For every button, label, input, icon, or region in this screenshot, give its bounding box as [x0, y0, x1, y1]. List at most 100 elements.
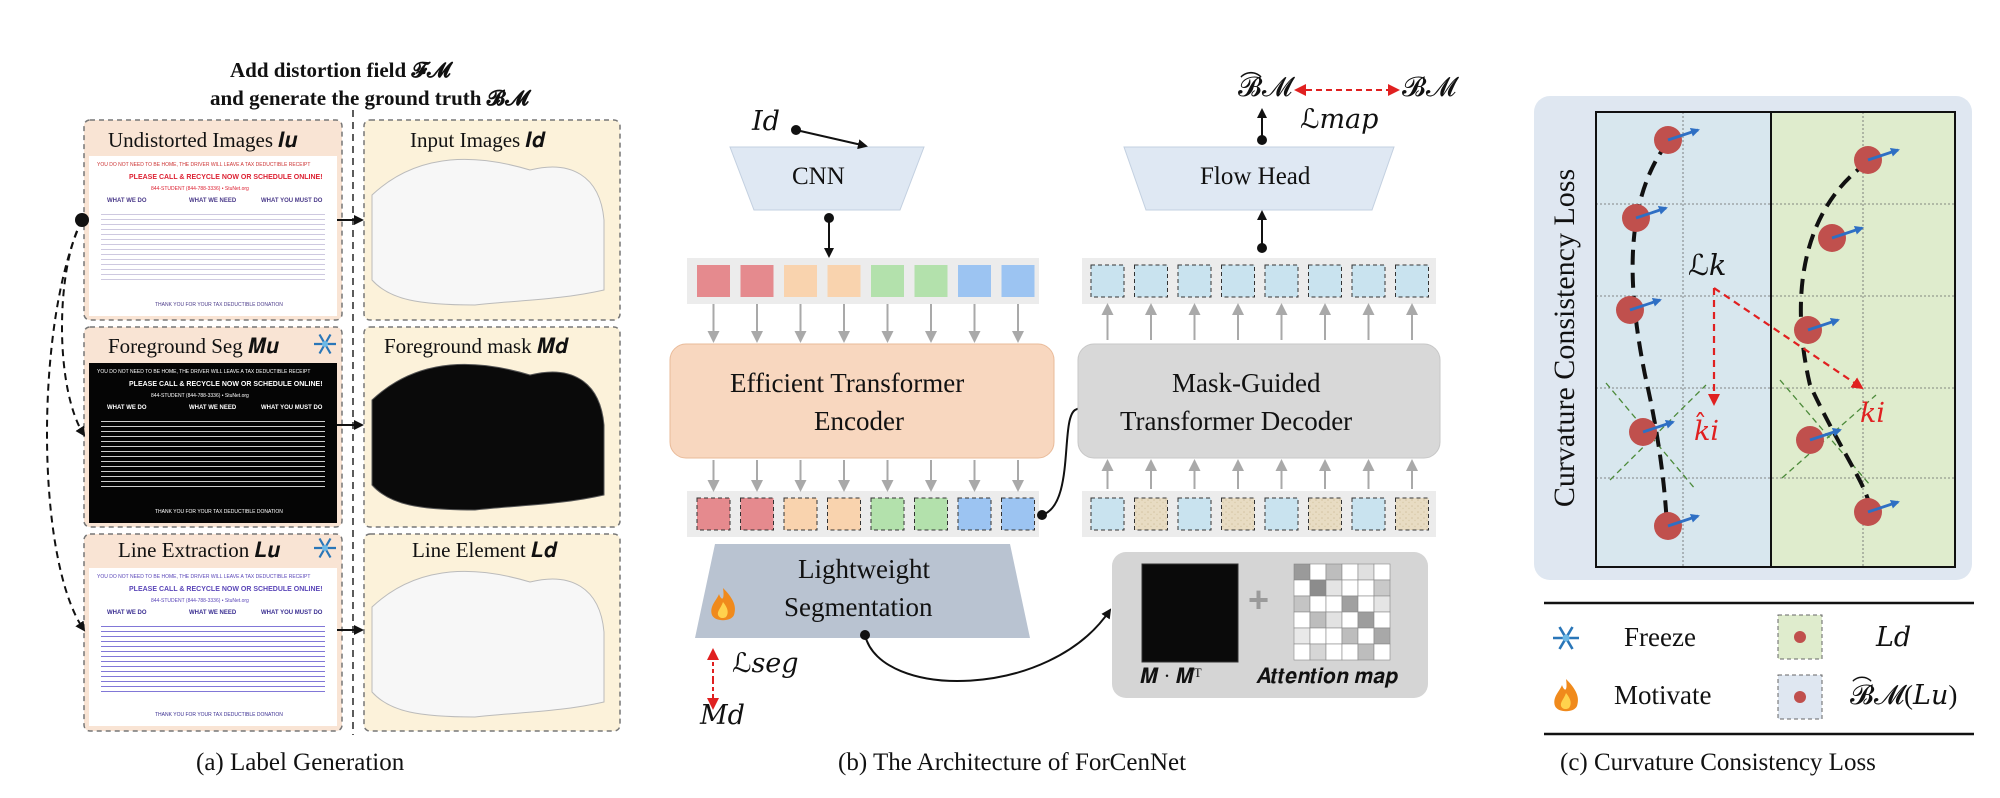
decoder-token [1264, 264, 1299, 298]
caption-c: (c) Curvature Consistency Loss [1560, 749, 1876, 776]
attention-cell [1309, 643, 1327, 661]
label-fg-mask: Foreground mask 𝑴𝒅 [384, 334, 569, 358]
blue-direction-arrow [1867, 499, 1900, 514]
blue-direction-arrow [1667, 127, 1700, 142]
decoder-output-arrows [1101, 303, 1418, 340]
decoder-token [1090, 264, 1125, 298]
id-arrow [795, 129, 868, 150]
attention-cell [1341, 611, 1359, 629]
blue-direction-arrow [1831, 225, 1864, 240]
decoder-token [1395, 264, 1429, 298]
label-undistorted: Undistorted Images 𝑰𝒖 [108, 128, 298, 152]
doc-footer: THANK YOU FOR YOUR TAX DEDUCTIBLE DONATI… [155, 302, 283, 308]
attention-cell [1325, 595, 1343, 613]
curve-left [1630, 140, 1670, 527]
attention-cell [1373, 643, 1391, 661]
decoder-input-arrows [1101, 459, 1418, 489]
seg-text-lines [101, 417, 325, 487]
grid-left-bg [1596, 112, 1771, 567]
seg-col2: WHAT WE NEED [189, 405, 237, 411]
label-k-hat: 𝑘̂𝑖 [1694, 416, 1719, 446]
dashed-arrow-to-seg [61, 219, 86, 437]
legend-freeze: Freeze [1624, 622, 1696, 652]
doc-headline: PLEASE CALL & RECYCLE NOW OR SCHEDULE ON… [129, 174, 323, 181]
panel-a-header-line2: and generate the ground truth 𝓑𝓜 [210, 86, 529, 110]
attention-cell [1325, 611, 1343, 629]
decoder-block [1077, 343, 1441, 459]
label-encoder-1: Efficient Transformer [730, 368, 965, 398]
line-col1: WHAT WE DO [107, 610, 147, 616]
line-extraction-image: YOU DO NOT NEED TO BE HOME, THE DRIVER W… [89, 568, 337, 726]
encoder-token [914, 497, 948, 531]
blue-direction-arrow [1867, 147, 1900, 162]
decoder-top-tokens [1090, 264, 1429, 298]
decoder-token [1264, 497, 1299, 531]
foreground-seg-image: YOU DO NOT NEED TO BE HOME, THE DRIVER W… [89, 363, 337, 523]
label-id: 𝐼𝑑 [752, 106, 780, 136]
label-plus: + [1248, 579, 1270, 620]
attention-cell [1357, 627, 1375, 645]
undistorted-doc-image: YOU DO NOT NEED TO BE HOME, THE DRIVER W… [89, 156, 337, 316]
seg-headline: PLEASE CALL & RECYCLE NOW OR SCHEDULE ON… [129, 381, 323, 388]
line-footer: THANK YOU FOR YOUR TAX DEDUCTIBLE DONATI… [155, 712, 283, 718]
line-text-lines [101, 622, 325, 692]
encoder-top-tokens [697, 265, 1035, 297]
panel-c-vertical-title: Curvature Consistency Loss [1548, 168, 1581, 508]
attention-cell [1373, 627, 1391, 645]
label-bm: 𝓑𝓜 [1402, 72, 1457, 102]
caption-a: (a) Label Generation [196, 749, 405, 776]
attention-cell [1373, 579, 1391, 597]
attention-cell [1309, 611, 1327, 629]
label-fg-seg: Foreground Seg 𝑴𝒖 [108, 334, 280, 358]
snowflake-icon [1553, 626, 1579, 650]
encoder-token [958, 265, 991, 297]
line-top-line: YOU DO NOT NEED TO BE HOME, THE DRIVER W… [97, 574, 311, 580]
encoder-token [827, 497, 861, 531]
attention-cell [1373, 595, 1391, 613]
encoder-output-arrows [707, 460, 1024, 492]
line-phone: 844-STUDENT (844-788-3336) • StuNet.org [151, 598, 249, 604]
label-attention-map: 𝑨𝒕𝒕𝒆𝒏𝒕𝒊𝒐𝒏 𝒎𝒂𝒑 [1256, 664, 1398, 688]
encoder-token [914, 265, 948, 297]
seg-col3: WHAT YOU MUST DO [261, 405, 323, 411]
decoder-token [1351, 497, 1386, 531]
encoder-block [669, 343, 1055, 459]
attention-cell [1325, 579, 1343, 597]
blue-direction-arrow [1667, 513, 1700, 528]
doc-col3: WHAT YOU MUST DO [261, 198, 323, 204]
legend-ld-dot [1794, 631, 1806, 643]
attention-cell [1309, 563, 1327, 581]
label-decoder-2: Transformer Decoder [1120, 406, 1353, 436]
legend-bm-lu: 𝓑𝓜(𝐿𝑢) [1850, 680, 1958, 710]
attention-cell [1293, 563, 1311, 581]
line-col2: WHAT WE NEED [189, 610, 237, 616]
legend-motivate: Motivate [1614, 680, 1712, 710]
attention-cell [1357, 643, 1375, 661]
attention-cell [1309, 627, 1327, 645]
label-m-mt: 𝑴 · 𝑴ᵀ [1140, 664, 1202, 688]
label-decoder-1: Mask-Guided [1172, 368, 1321, 398]
encoder-token [870, 497, 905, 531]
line-headline: PLEASE CALL & RECYCLE NOW OR SCHEDULE ON… [129, 586, 323, 593]
encoder-token [827, 265, 861, 297]
label-line-extraction: Line Extraction 𝑳𝒖 [118, 538, 281, 562]
bm-hat-accent: ︵ [1240, 56, 1263, 81]
attention-cell [1341, 563, 1359, 581]
encoder-input-arrows [707, 304, 1024, 343]
flame-icon [711, 588, 735, 621]
doc-col1: WHAT WE DO [107, 198, 147, 204]
curve-right [1798, 160, 1872, 511]
decoder-token [1177, 497, 1212, 531]
label-line-element: Line Element 𝑳𝒅 [412, 538, 557, 562]
blue-direction-arrow [1642, 419, 1675, 434]
legend-ld: 𝐿𝑑 [1876, 622, 1912, 652]
blue-direction-arrow [1629, 297, 1662, 312]
decoder-token [1134, 264, 1168, 298]
attention-cell [1357, 579, 1375, 597]
attention-cell [1293, 579, 1311, 597]
attention-cell [1373, 563, 1391, 581]
attention-cell [1325, 627, 1343, 645]
encoder-token [697, 265, 730, 297]
label-lk: ℒ𝑘 [1688, 250, 1727, 282]
attention-cell [1341, 595, 1359, 613]
